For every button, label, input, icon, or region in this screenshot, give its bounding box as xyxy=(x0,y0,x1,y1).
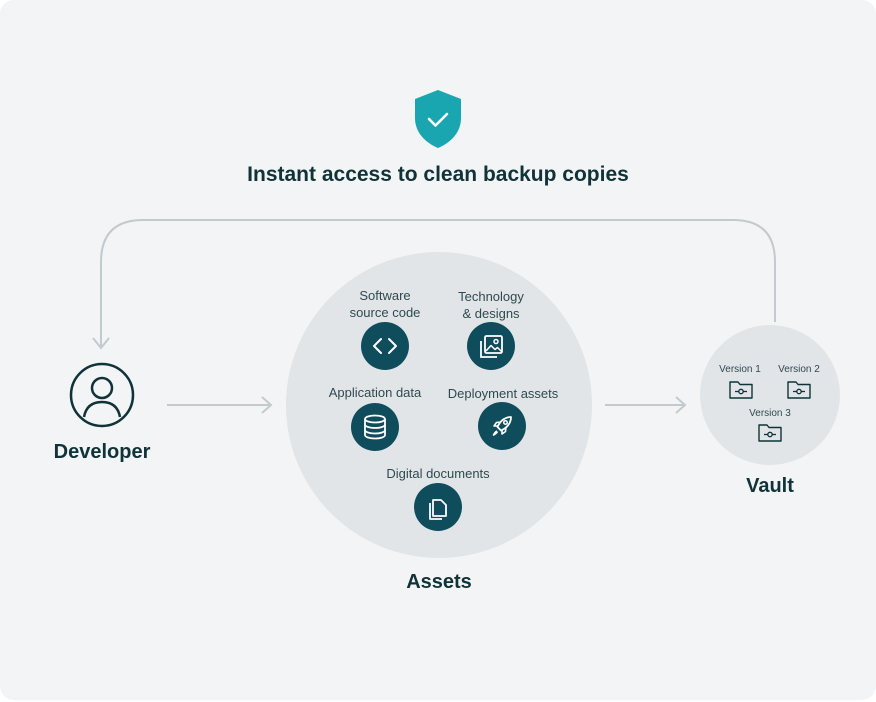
return-loop-arrowhead xyxy=(92,337,110,350)
software-source-code-label: Software source code xyxy=(349,288,421,320)
folder-commit-icon xyxy=(728,378,754,400)
shield-check-icon xyxy=(412,88,464,150)
version-2-label: Version 2 xyxy=(778,364,820,375)
version-3-label: Version 3 xyxy=(749,408,791,419)
folder-commit-icon xyxy=(786,378,812,400)
code-brackets-icon xyxy=(361,322,409,370)
database-icon xyxy=(351,403,399,451)
version-1-label: Version 1 xyxy=(719,364,761,375)
vault-label: Vault xyxy=(746,475,794,497)
assets-label: Assets xyxy=(406,571,472,593)
documents-icon xyxy=(414,483,462,531)
vault-circle xyxy=(700,325,840,465)
rocket-icon xyxy=(478,402,526,450)
developer-label: Developer xyxy=(53,441,151,463)
developer-node: Developer xyxy=(40,362,164,472)
deployment-assets-label: Deployment assets xyxy=(447,386,559,401)
user-icon xyxy=(69,362,135,428)
assets-to-vault-arrowhead xyxy=(675,396,687,414)
digital-documents-label: Digital documents xyxy=(386,466,490,481)
headline: Instant access to clean backup copies xyxy=(247,163,629,186)
developer-to-assets-arrowhead xyxy=(261,396,273,414)
application-data-label: Application data xyxy=(328,385,422,400)
image-stack-icon xyxy=(467,322,515,370)
return-loop-connector xyxy=(100,219,776,346)
folder-commit-icon xyxy=(757,421,783,443)
technology-designs-label: Technology & designs xyxy=(458,289,524,321)
